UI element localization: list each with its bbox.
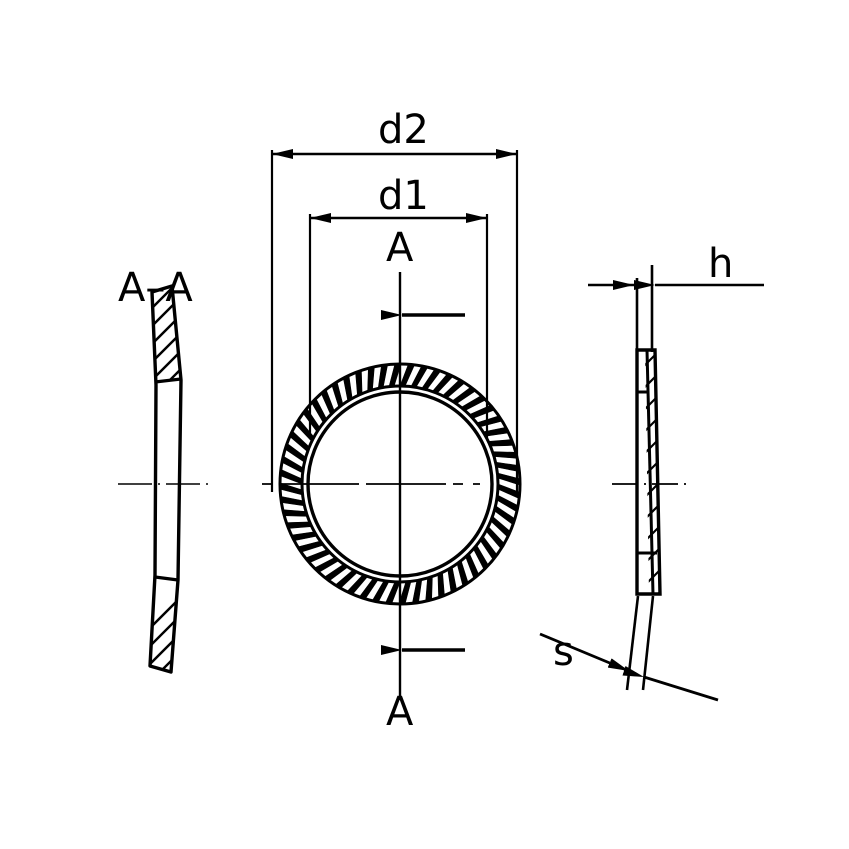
dimension-label-s: s [553, 629, 574, 675]
washer-tooth [437, 571, 445, 599]
washer-tooth [355, 369, 363, 397]
washer-tooth [447, 566, 457, 594]
dimension-label-d1: d1 [378, 173, 429, 219]
washer-tooth [377, 364, 389, 389]
washer-tooth [280, 495, 305, 507]
main-plan-view [262, 149, 540, 700]
washer-tooth [367, 366, 375, 392]
washer-tooth-root-circle [300, 384, 500, 584]
washer-tooth [399, 363, 415, 387]
section-hatch-bottom [150, 579, 178, 672]
washer-tooth [282, 509, 308, 517]
section-marker-label-bottom: A [386, 689, 414, 735]
washer-tooth [487, 439, 515, 447]
extension-line-s-left [625, 595, 640, 691]
washer-tooth [495, 461, 520, 473]
dimension-line-s [539, 632, 719, 702]
section-hatch-top [152, 286, 180, 382]
section-view-aa [118, 284, 212, 674]
dimension-label-h: h [708, 241, 734, 287]
section-body-outline [148, 284, 183, 674]
washer-tooth [425, 576, 433, 602]
washer-tooth [279, 469, 303, 485]
section-marker-label-top: A [386, 225, 414, 271]
washer-serrations [279, 363, 521, 605]
washer-tooth [290, 531, 318, 541]
washer-tooth [285, 521, 313, 529]
side-elevation-view [539, 265, 764, 702]
side-hatch [645, 350, 659, 594]
washer-tooth [492, 451, 518, 459]
washer-bore-circle [306, 390, 494, 578]
washer-tooth [411, 579, 423, 604]
washer-tooth [385, 581, 401, 605]
washer-tooth [343, 374, 353, 402]
dimension-label-d2: d2 [378, 107, 429, 153]
washer-outer-circle [278, 362, 522, 606]
extension-line-s-right [641, 595, 655, 691]
section-label-aa: A–A [118, 265, 193, 311]
